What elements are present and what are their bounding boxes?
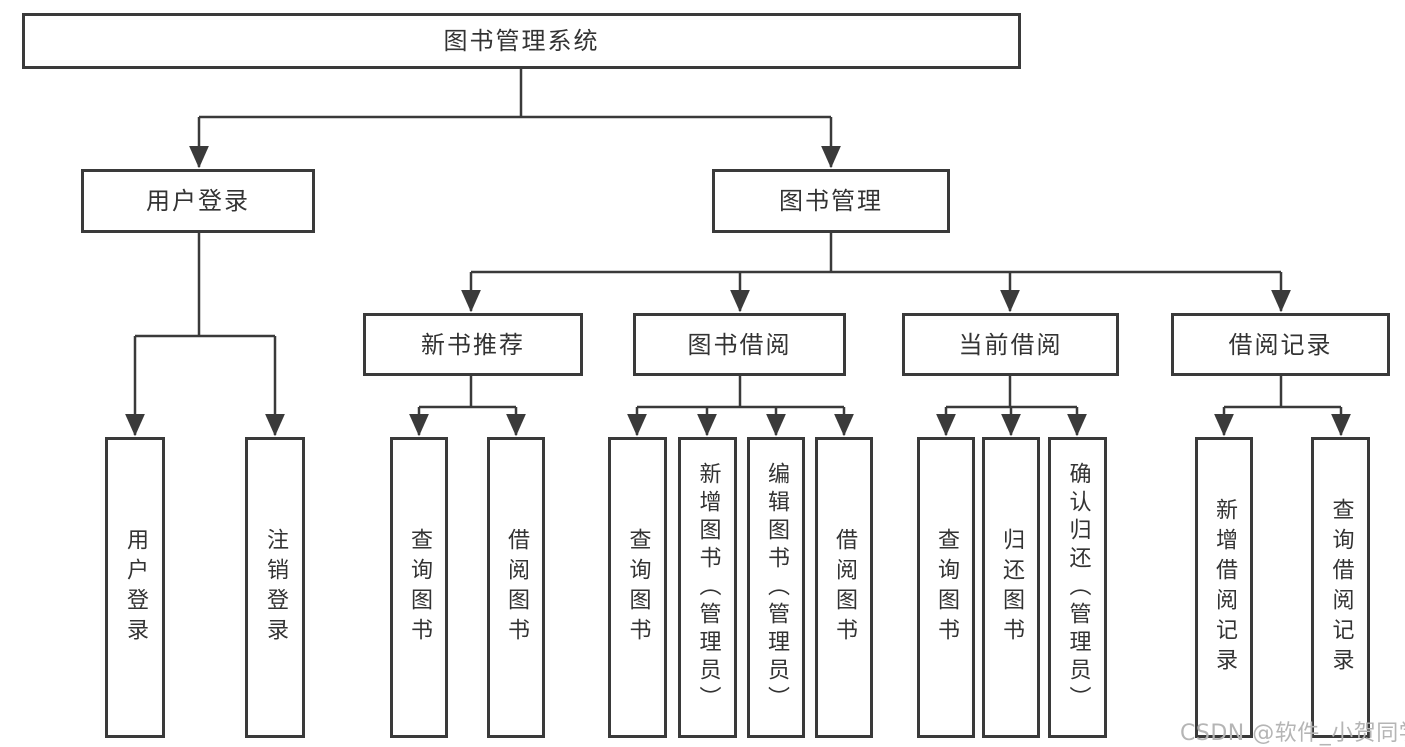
node-book-management-label: 图书管理 (779, 187, 883, 215)
node-user-login-label: 用户登录 (146, 187, 250, 215)
leaf-current-confirm-return-admin-label: 确认归还（管理员） (1065, 461, 1091, 714)
leaf-records-query-borrow-record: 查询借阅记录 (1311, 437, 1370, 738)
node-borrow-records-label: 借阅记录 (1228, 330, 1333, 359)
node-root: 图书管理系统 (22, 13, 1021, 69)
leaf-user-login-label: 用户登录 (123, 527, 148, 648)
leaf-current-confirm-return-admin: 确认归还（管理员） (1048, 437, 1107, 738)
leaf-borrow-query-books-label: 查询图书 (625, 527, 651, 648)
leaf-current-return-books: 归还图书 (982, 437, 1040, 738)
node-root-label: 图书管理系统 (443, 27, 600, 55)
node-book-borrow-label: 图书借阅 (687, 330, 792, 359)
leaf-borrow-add-books-admin: 新增图书（管理员） (678, 437, 737, 738)
leaf-records-query-borrow-record-label: 查询借阅记录 (1328, 497, 1354, 678)
leaf-borrow-edit-books-admin: 编辑图书（管理员） (747, 437, 805, 738)
leaf-borrow-query-books: 查询图书 (608, 437, 667, 738)
leaf-records-add-borrow-record: 新增借阅记录 (1195, 437, 1253, 738)
leaf-current-query-books-label: 查询图书 (934, 527, 959, 648)
leaf-records-add-borrow-record-label: 新增借阅记录 (1212, 497, 1237, 678)
node-new-book-recommend: 新书推荐 (363, 313, 583, 376)
connector-rails (135, 69, 1341, 409)
leaf-current-return-books-label: 归还图书 (999, 527, 1024, 648)
node-current-borrow: 当前借阅 (902, 313, 1119, 376)
leaf-borrow-borrow-books-label: 借阅图书 (832, 527, 857, 648)
node-user-login: 用户登录 (81, 169, 315, 233)
leaf-borrow-add-books-admin-label: 新增图书（管理员） (695, 461, 721, 714)
leaf-recommend-borrow-books-label: 借阅图书 (504, 527, 529, 648)
node-book-borrow: 图书借阅 (633, 313, 846, 376)
leaf-borrow-edit-books-admin-label: 编辑图书（管理员） (764, 461, 789, 714)
node-current-borrow-label: 当前借阅 (958, 330, 1063, 359)
csdn-watermark: CSDN @软件_小贺同学 (1180, 721, 1405, 746)
node-new-book-recommend-label: 新书推荐 (421, 330, 525, 359)
leaf-recommend-query-books-label: 查询图书 (407, 527, 432, 648)
leaf-borrow-borrow-books: 借阅图书 (815, 437, 873, 738)
leaf-current-query-books: 查询图书 (917, 437, 975, 738)
node-borrow-records: 借阅记录 (1171, 313, 1390, 376)
leaf-recommend-query-books: 查询图书 (390, 437, 448, 738)
leaf-logout-login: 注销登录 (245, 437, 305, 738)
leaf-user-login: 用户登录 (105, 437, 165, 738)
leaf-recommend-borrow-books: 借阅图书 (487, 437, 545, 738)
node-book-management: 图书管理 (712, 169, 950, 233)
leaf-logout-login-label: 注销登录 (263, 527, 288, 648)
